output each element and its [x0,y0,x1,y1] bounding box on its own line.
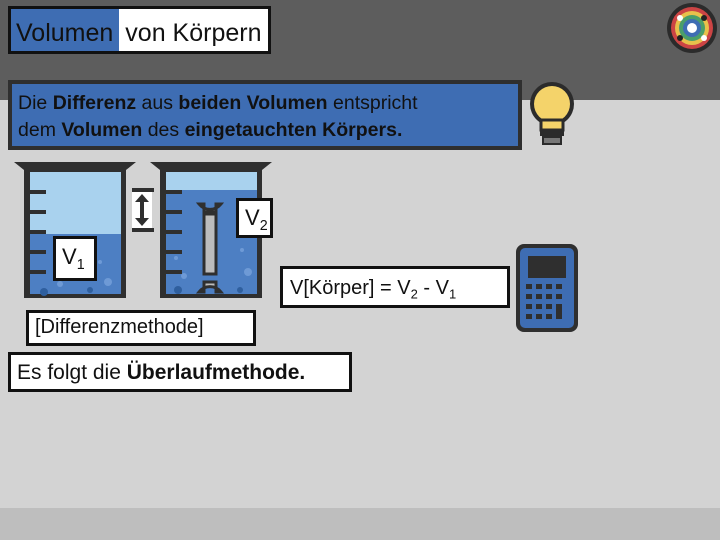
volume-v1-label: V1 [53,236,97,281]
lightbulb-icon [530,82,574,145]
info-text-bold: Volumen [61,119,143,141]
info-text-bold: Differenz [52,92,137,114]
info-text: Die [18,92,48,114]
method-label: [Differenzmethode] [26,310,256,346]
followup-label: Es folgt die Überlaufmethode. [8,352,352,392]
footer-strip [0,508,720,540]
volume-v2-label: V2 [236,198,273,238]
wrench-icon [195,202,225,294]
calculator-icon [516,244,578,332]
double-arrow-icon [132,188,154,232]
logo-mosaic-icon [667,3,717,53]
info-text-bold: eingetauchten Körpers. [184,119,403,141]
slide-title: Volumen von Körpern [8,6,271,54]
formula-label: V[Körper] = V2 - V1 [280,266,510,308]
info-text: entspricht [333,92,418,114]
info-text-bold: beiden Volumen [178,92,328,114]
title-part-rest: von Körpern [119,9,268,51]
title-part-volumen: Volumen [11,9,120,51]
info-box: Die Differenz aus beiden Volumen entspri… [8,80,522,150]
info-text: dem [18,119,56,141]
info-text: aus [141,92,173,114]
info-text: des [147,119,180,141]
